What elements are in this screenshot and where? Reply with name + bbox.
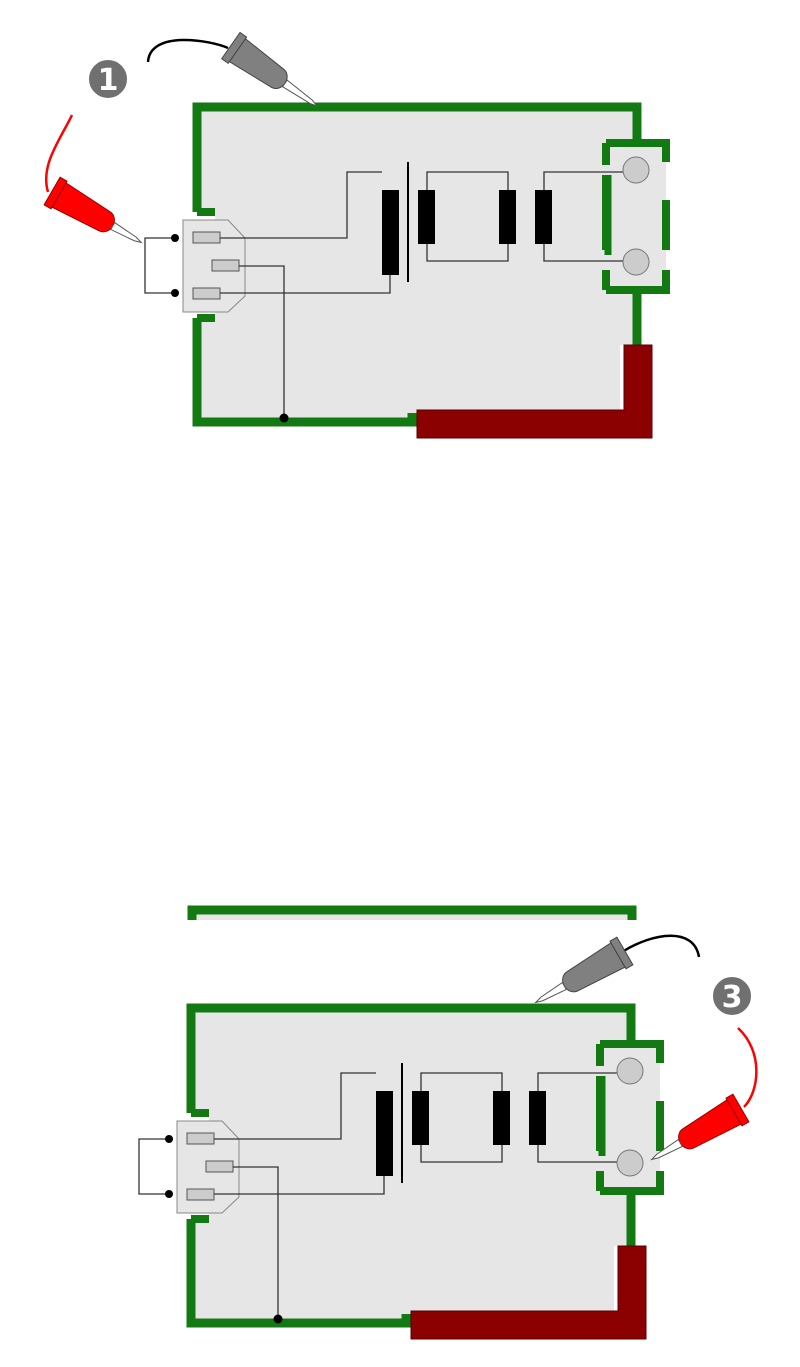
enclosure-plug-notch xyxy=(197,208,215,322)
test-step-3-panel: 3 xyxy=(138,934,758,1340)
wire-earth xyxy=(239,265,285,418)
transformer-secondary-coil xyxy=(418,190,435,244)
wire-phase xyxy=(220,171,382,239)
exposed-metal-part xyxy=(410,1245,647,1340)
junction-dot xyxy=(171,234,179,242)
transformer-secondary-coil xyxy=(412,1091,429,1145)
transformer-primary-coil xyxy=(376,1091,393,1176)
junction-dot xyxy=(165,1135,173,1143)
test-probe-icon xyxy=(678,1099,742,1150)
junction-dot xyxy=(171,289,179,297)
step-number-badge xyxy=(87,58,129,100)
black-probe-cable xyxy=(621,934,701,958)
step-number: 1 xyxy=(98,63,119,98)
output-terminal-box-border xyxy=(602,139,670,294)
test-step-2-panel: 2 xyxy=(187,905,637,920)
test-probe-icon xyxy=(562,942,626,993)
black-probe xyxy=(220,31,319,107)
plug-pin-phase xyxy=(186,1132,215,1145)
plug-pin-earth xyxy=(211,259,240,272)
junction-dot xyxy=(273,1314,283,1324)
output-terminal-box-border xyxy=(596,1040,664,1195)
junction-dot xyxy=(165,1190,173,1198)
enclosure-border xyxy=(192,102,642,427)
transformer-primary-coil xyxy=(382,190,399,275)
enclosure-border xyxy=(186,1003,636,1328)
step-number: 3 xyxy=(722,980,743,1015)
junction-dot xyxy=(279,413,289,423)
test-probe-icon xyxy=(51,182,115,233)
plug-pin-phase xyxy=(192,231,221,244)
enclosure-body xyxy=(191,1008,631,1323)
black-probe-cable xyxy=(146,38,229,63)
exposed-metal-part xyxy=(416,344,653,439)
choke-coil xyxy=(499,190,516,244)
wire-plug-short xyxy=(144,237,175,294)
red-probe xyxy=(43,176,143,244)
enclosure-body xyxy=(197,107,637,422)
plug-pin-neutral xyxy=(192,287,221,300)
output-terminal-top xyxy=(616,1057,644,1085)
choke-coil xyxy=(493,1091,510,1145)
output-terminal-bottom xyxy=(616,1149,644,1177)
test-step-1-panel: 1 xyxy=(43,31,670,439)
plug-pin-neutral xyxy=(186,1188,215,1201)
wire-neutral xyxy=(220,275,391,294)
output-terminal-bottom xyxy=(622,248,650,276)
output-coil xyxy=(529,1091,546,1145)
red-probe-cable xyxy=(45,114,74,193)
step-number-badge xyxy=(711,975,753,1017)
enclosure-border xyxy=(187,905,637,920)
output-terminal-top xyxy=(622,156,650,184)
black-probe xyxy=(534,936,634,1004)
red-probe xyxy=(650,1093,750,1161)
output-coil xyxy=(535,190,552,244)
red-probe-cable xyxy=(737,1027,758,1108)
plug-pin-earth xyxy=(205,1160,234,1173)
